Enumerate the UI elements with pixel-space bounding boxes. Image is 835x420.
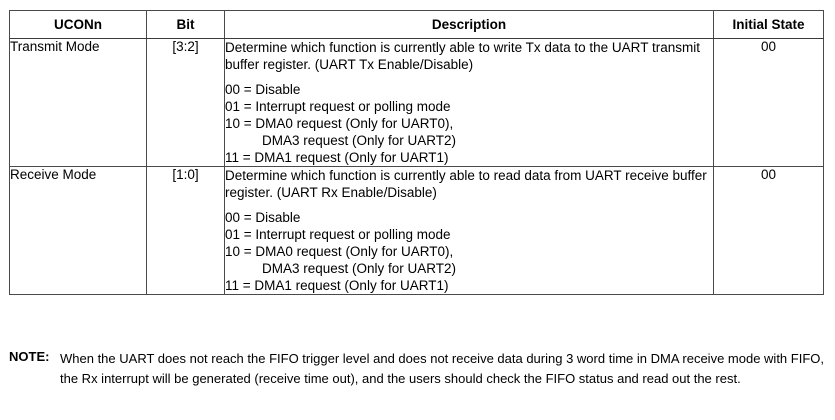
cell-register-name: Transmit Mode: [9, 38, 147, 167]
column-header-bit: Bit: [146, 10, 225, 39]
description-paragraph: Determine which function is currently ab…: [225, 40, 700, 72]
cell-register-name: Receive Mode: [9, 166, 147, 295]
cell-bit-field: [1:0]: [146, 166, 225, 295]
note-block: NOTE: When the UART does not reach the F…: [9, 349, 825, 388]
cell-initial-state: 00: [713, 38, 824, 167]
description-option: DMA3 request (Only for UART2): [262, 261, 457, 276]
column-header-description: Description: [224, 10, 714, 39]
column-header-uconn: UCONn: [9, 10, 147, 39]
description-option: 01 = Interrupt request or polling mode: [225, 227, 451, 242]
description-option: 10 = DMA0 request (Only for UART0),: [225, 116, 454, 131]
table-header-row: UCONn Bit Description Initial State: [9, 10, 824, 39]
description-option-list: 00 = Disable 01 = Interrupt request or p…: [225, 81, 713, 166]
cell-initial-state: 00: [713, 166, 824, 295]
description-option: DMA3 request (Only for UART2): [262, 133, 457, 148]
table-row: Receive Mode [1:0] Determine which funct…: [9, 166, 824, 295]
table-header: UCONn Bit Description Initial State: [9, 10, 824, 39]
column-header-initial-state: Initial State: [713, 10, 824, 39]
note-text: When the UART does not reach the FIFO tr…: [60, 351, 824, 386]
description-option: 11 = DMA1 request (Only for UART1): [225, 278, 449, 293]
description-option: 10 = DMA0 request (Only for UART0),: [225, 244, 454, 259]
description-option: 00 = Disable: [225, 82, 301, 97]
description-option: 11 = DMA1 request (Only for UART1): [225, 150, 449, 165]
note-label: NOTE:: [9, 349, 50, 364]
cell-bit-field: [3:2]: [146, 38, 225, 167]
description-option: 00 = Disable: [225, 210, 301, 225]
table-row: Transmit Mode [3:2] Determine which func…: [9, 38, 824, 167]
table-body: Transmit Mode [3:2] Determine which func…: [9, 38, 824, 295]
cell-description: Determine which function is currently ab…: [224, 38, 714, 167]
cell-description: Determine which function is currently ab…: [224, 166, 714, 295]
uconn-register-table: UCONn Bit Description Initial State Tran…: [9, 10, 824, 295]
description-paragraph: Determine which function is currently ab…: [225, 168, 707, 200]
description-option-list: 00 = Disable 01 = Interrupt request or p…: [225, 209, 713, 294]
description-option: 01 = Interrupt request or polling mode: [225, 99, 451, 114]
